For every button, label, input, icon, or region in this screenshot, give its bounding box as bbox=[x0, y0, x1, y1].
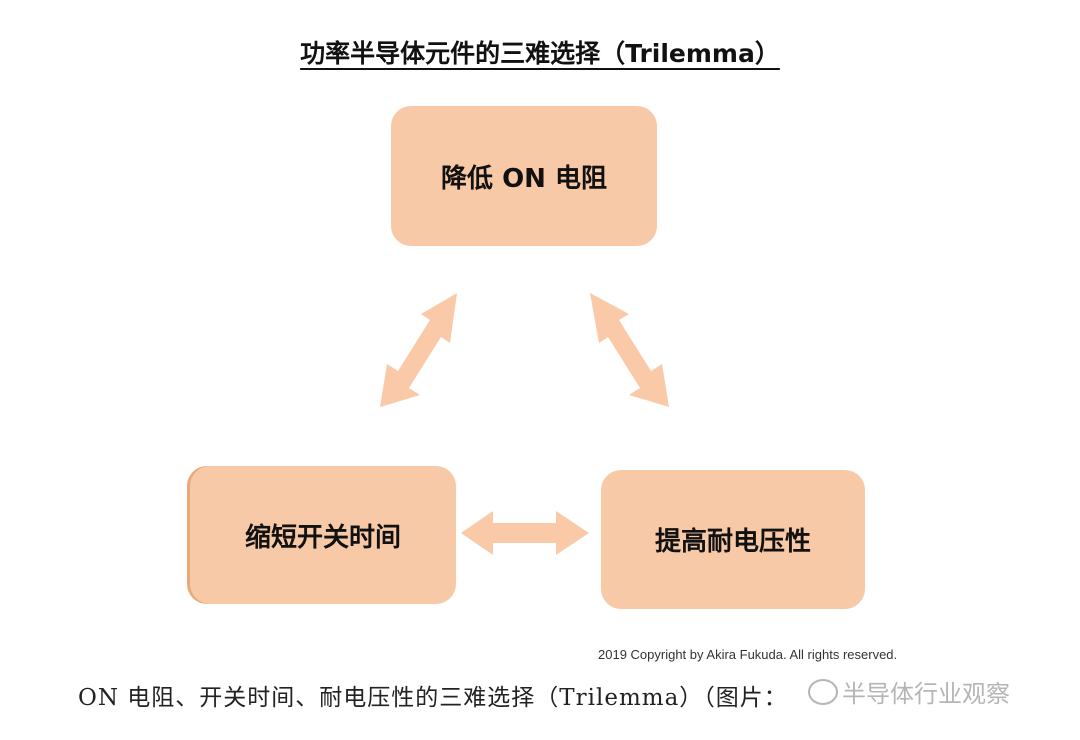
chat-bubble-icon bbox=[808, 678, 838, 705]
node-label: 缩短开关时间 bbox=[244, 522, 401, 553]
node-shorten-switching-time: 缩短开关时间 bbox=[190, 466, 456, 604]
diagram-title: 功率半导体元件的三难选择（Trilemma） bbox=[300, 39, 780, 68]
copyright-notice: 2019 Copyright by Akira Fukuda. All righ… bbox=[598, 647, 898, 662]
watermark-text: 半导体行业观察 bbox=[842, 680, 1010, 708]
arrow-top-left bbox=[380, 293, 457, 407]
node-label: 降低 ON 电阻 bbox=[441, 163, 607, 194]
watermark: 半导体行业观察 bbox=[808, 674, 1010, 709]
arrow-bottom bbox=[461, 511, 589, 555]
node-label: 提高耐电压性 bbox=[654, 527, 811, 557]
node-improve-voltage-withstand: 提高耐电压性 bbox=[601, 470, 865, 609]
figure-caption: ON 电阻、开关时间、耐电压性的三难选择（Trilemma）（图片： bbox=[78, 685, 788, 711]
arrow-top-right bbox=[590, 293, 669, 407]
node-reduce-on-resistance: 降低 ON 电阻 bbox=[391, 106, 657, 246]
